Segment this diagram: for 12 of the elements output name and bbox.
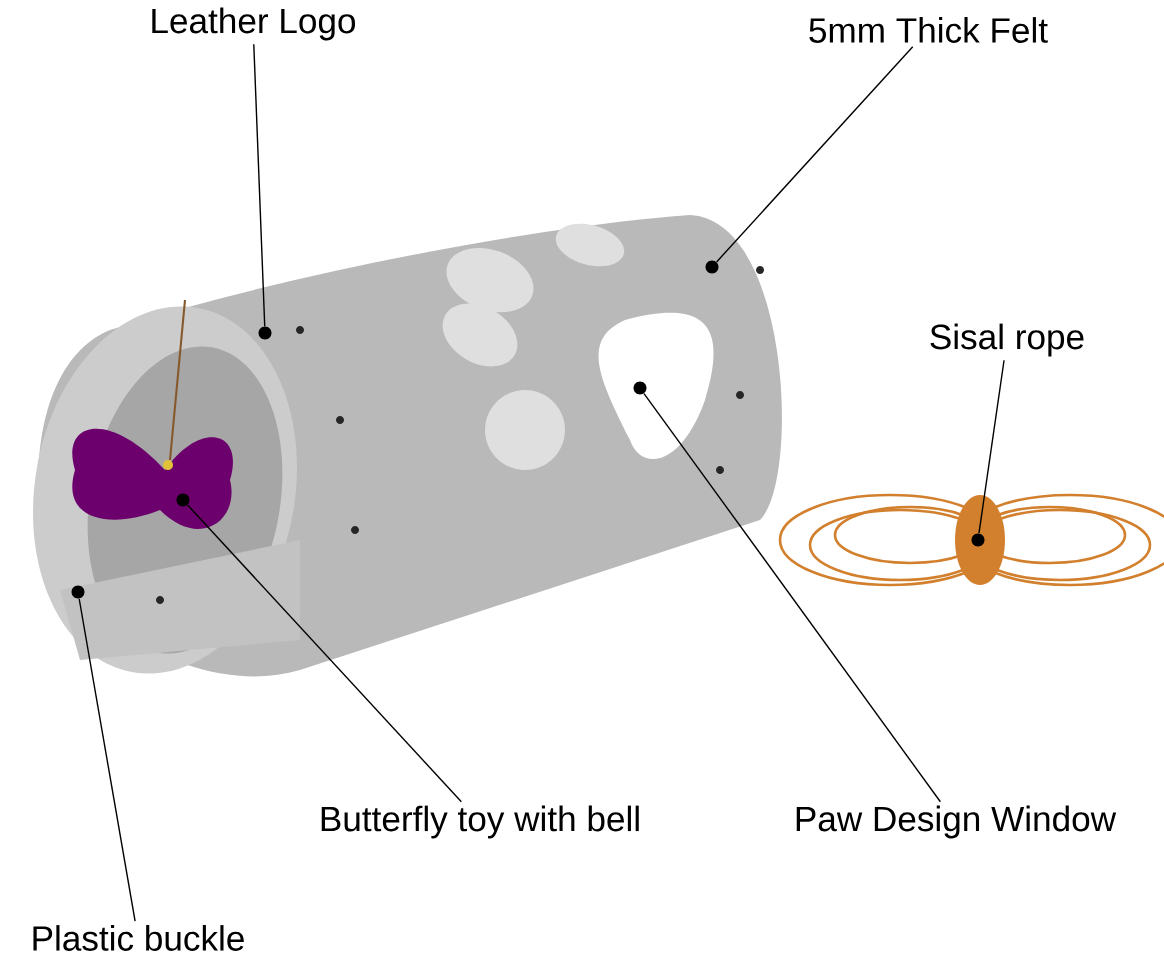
callout-label: Sisal rope (930, 323, 1084, 357)
callout-label: 5mm Thick Felt (809, 17, 1048, 43)
callout-label: Paw Design Window (796, 805, 1117, 839)
leader-line (643, 392, 942, 803)
callout-label: Butterfly toy with bell (321, 805, 639, 839)
leader-line (78, 598, 136, 922)
leader-line (253, 43, 266, 327)
leader-line (978, 359, 1005, 534)
callout-label: Plastic buckle (33, 925, 244, 951)
leader-line (715, 46, 914, 263)
callout-label: Leather Logo (152, 7, 356, 41)
leader-line (186, 504, 463, 803)
